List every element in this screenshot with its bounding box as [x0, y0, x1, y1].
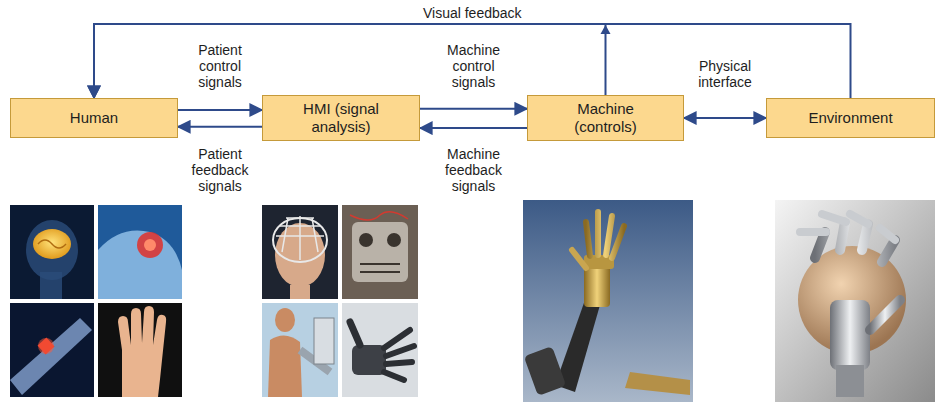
illustration-part: [262, 205, 338, 299]
edge-label: Machine control signals: [435, 42, 513, 90]
illustration-part: [98, 230, 182, 299]
illustration-part: [38, 338, 54, 354]
box-label: Machine (controls): [556, 100, 656, 136]
illustration-part: [342, 205, 418, 299]
illustration-part: [290, 285, 310, 299]
hmi-photos: [262, 205, 418, 397]
illustration-part: [144, 239, 156, 251]
prosthetic-arm-photo: [523, 200, 693, 402]
illustration-part: [137, 232, 163, 258]
illustration-part: [352, 345, 386, 375]
illustration-part: [625, 372, 690, 395]
illustration-part: [40, 272, 62, 299]
edge-label: Patient feedback signals: [181, 146, 259, 194]
illustration-part: [350, 322, 360, 345]
illustration-part: [836, 365, 864, 397]
illustration-part: [118, 306, 166, 397]
illustration-part: [384, 330, 414, 380]
process-box: Machine (controls): [527, 95, 684, 141]
process-box: HMI (signal analysis): [262, 95, 420, 141]
edge-label: Physical interface: [686, 58, 764, 90]
illustration-part: [352, 222, 408, 282]
illustration-part: [26, 220, 78, 280]
junction-arrowhead: [601, 25, 611, 34]
illustration-part: [342, 303, 418, 397]
illustration-part: [98, 303, 182, 397]
edge-label: Patient control signals: [181, 42, 259, 90]
illustration-part: [10, 318, 92, 395]
illustration-part: [33, 229, 71, 259]
robot-hand-grasp-render: [775, 200, 935, 402]
illustration-part: [387, 233, 401, 247]
illustration-part: [523, 200, 693, 402]
illustration-part: [275, 308, 295, 332]
illustration-part: [262, 303, 338, 397]
process-box: Environment: [766, 98, 935, 138]
box-label: Human: [70, 109, 118, 127]
illustration-part: [276, 216, 324, 260]
connector-arrow: [94, 24, 851, 98]
box-label: HMI (signal analysis): [281, 100, 401, 136]
process-box: Human: [10, 98, 178, 138]
edge-label: Visual feedback: [423, 5, 522, 21]
illustration-part: [830, 300, 870, 370]
illustration-part: [268, 335, 302, 397]
illustration-part: [10, 205, 94, 299]
illustration-part: [870, 300, 900, 330]
box-label: Environment: [808, 109, 892, 127]
illustration-part: [314, 318, 334, 364]
illustration-part: [350, 212, 408, 220]
illustration-part: [584, 265, 610, 307]
illustration-part: [38, 240, 66, 248]
connector-arrow: [420, 108, 527, 110]
connector-arrow: [178, 126, 262, 128]
illustration-part: [800, 214, 895, 240]
edge-label: Machine feedback signals: [435, 146, 513, 194]
connector-arrow: [178, 109, 262, 111]
illustration-part: [98, 205, 182, 299]
connector-arrow: [420, 127, 527, 129]
illustration-part: [10, 303, 94, 397]
illustration-part: [38, 338, 55, 355]
illustration-part: [572, 250, 586, 268]
illustration-part: [775, 200, 935, 402]
illustration-part: [360, 264, 400, 272]
human-photos: [10, 205, 182, 397]
illustration-part: [359, 233, 373, 247]
illustration-part: [524, 346, 567, 396]
connector-arrow: [94, 24, 606, 98]
connector-arrow: [684, 117, 766, 119]
illustration-part: [586, 212, 624, 258]
